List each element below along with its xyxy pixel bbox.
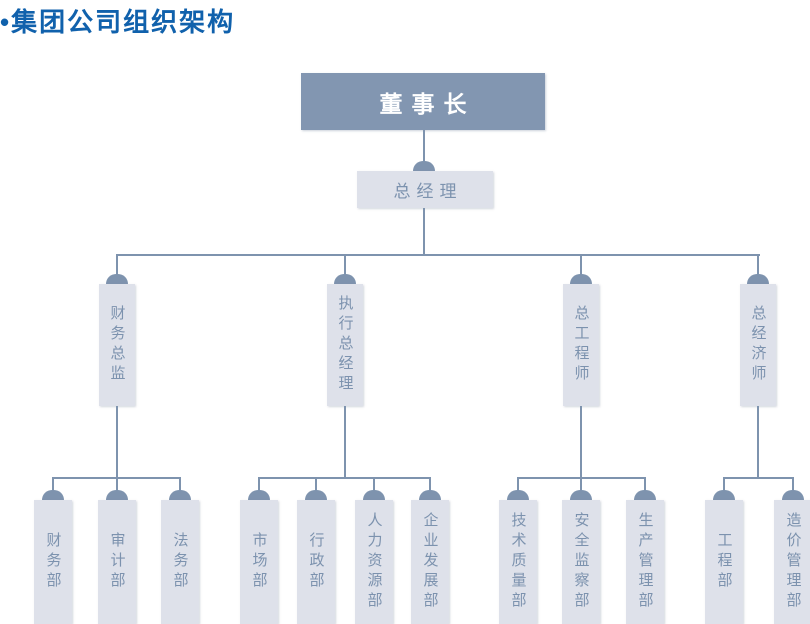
connector-dome xyxy=(106,274,128,284)
org-node-department: 安全监察部 xyxy=(562,500,600,624)
page-title: •集团公司组织架构 xyxy=(0,7,236,37)
department-label: 法务部 xyxy=(171,532,189,592)
connector-line xyxy=(52,477,54,490)
connector-line xyxy=(116,254,760,256)
connector-line xyxy=(723,477,794,479)
org-node-executive: 财务总监 xyxy=(99,284,135,406)
connector-dome xyxy=(507,490,529,500)
org-node-department: 市场部 xyxy=(240,500,278,624)
connector-line xyxy=(344,406,346,479)
connector-line xyxy=(179,477,181,490)
connector-dome xyxy=(169,490,191,500)
org-node-executive: 总工程师 xyxy=(563,284,599,406)
department-label: 造价管理部 xyxy=(784,512,802,612)
connector-line xyxy=(344,254,346,274)
org-node-department: 法务部 xyxy=(161,500,199,624)
department-label: 安全监察部 xyxy=(572,512,590,612)
connector-dome xyxy=(634,490,656,500)
department-label: 财务部 xyxy=(44,532,62,592)
department-label: 企业发展部 xyxy=(421,512,439,612)
connector-line xyxy=(423,130,425,161)
connector-line xyxy=(258,477,431,479)
connector-line xyxy=(315,477,317,490)
executive-label: 总经济师 xyxy=(749,305,767,385)
connector-dome xyxy=(248,490,270,500)
connector-line xyxy=(116,406,118,479)
org-node-department: 企业发展部 xyxy=(411,500,449,624)
connector-dome xyxy=(106,490,128,500)
connector-dome xyxy=(782,490,804,500)
executive-label: 财务总监 xyxy=(108,305,126,385)
org-node-chairman: 董事长 xyxy=(301,73,545,130)
connector-dome xyxy=(305,490,327,500)
org-node-general-manager: 总经理 xyxy=(357,171,493,208)
org-node-department: 财务部 xyxy=(34,500,72,624)
connector-line xyxy=(373,477,375,490)
connector-dome xyxy=(413,161,435,171)
department-label: 市场部 xyxy=(250,532,268,592)
executive-label: 总工程师 xyxy=(572,305,590,385)
department-label: 审计部 xyxy=(108,532,126,592)
connector-line xyxy=(792,477,794,490)
org-node-department: 行政部 xyxy=(297,500,335,624)
connector-line xyxy=(258,477,260,490)
department-label: 工程部 xyxy=(715,532,733,592)
department-label: 技术质量部 xyxy=(509,512,527,612)
department-label: 生产管理部 xyxy=(636,512,654,612)
org-node-department: 人力资源部 xyxy=(355,500,393,624)
connector-dome xyxy=(713,490,735,500)
connector-line xyxy=(644,477,646,490)
org-node-department: 造价管理部 xyxy=(774,500,810,624)
connector-line xyxy=(757,406,759,479)
connector-line xyxy=(423,208,425,256)
connector-dome xyxy=(363,490,385,500)
connector-dome xyxy=(334,274,356,284)
connector-line xyxy=(580,254,582,274)
executive-label: 执行总经理 xyxy=(336,295,354,395)
connector-line xyxy=(580,477,582,490)
org-node-department: 审计部 xyxy=(98,500,136,624)
connector-line xyxy=(517,477,519,490)
connector-line xyxy=(757,254,759,274)
connector-line xyxy=(580,406,582,479)
connector-line xyxy=(116,477,118,490)
connector-line xyxy=(116,254,118,274)
org-node-executive: 执行总经理 xyxy=(327,284,363,406)
org-node-executive: 总经济师 xyxy=(740,284,776,406)
department-label: 行政部 xyxy=(307,532,325,592)
org-node-department: 技术质量部 xyxy=(499,500,537,624)
connector-line xyxy=(429,477,431,490)
connector-dome xyxy=(747,274,769,284)
connector-dome xyxy=(570,490,592,500)
connector-dome xyxy=(419,490,441,500)
connector-dome xyxy=(570,274,592,284)
org-node-department: 工程部 xyxy=(705,500,743,624)
connector-dome xyxy=(42,490,64,500)
connector-line xyxy=(723,477,725,490)
org-node-department: 生产管理部 xyxy=(626,500,664,624)
department-label: 人力资源部 xyxy=(365,512,383,612)
